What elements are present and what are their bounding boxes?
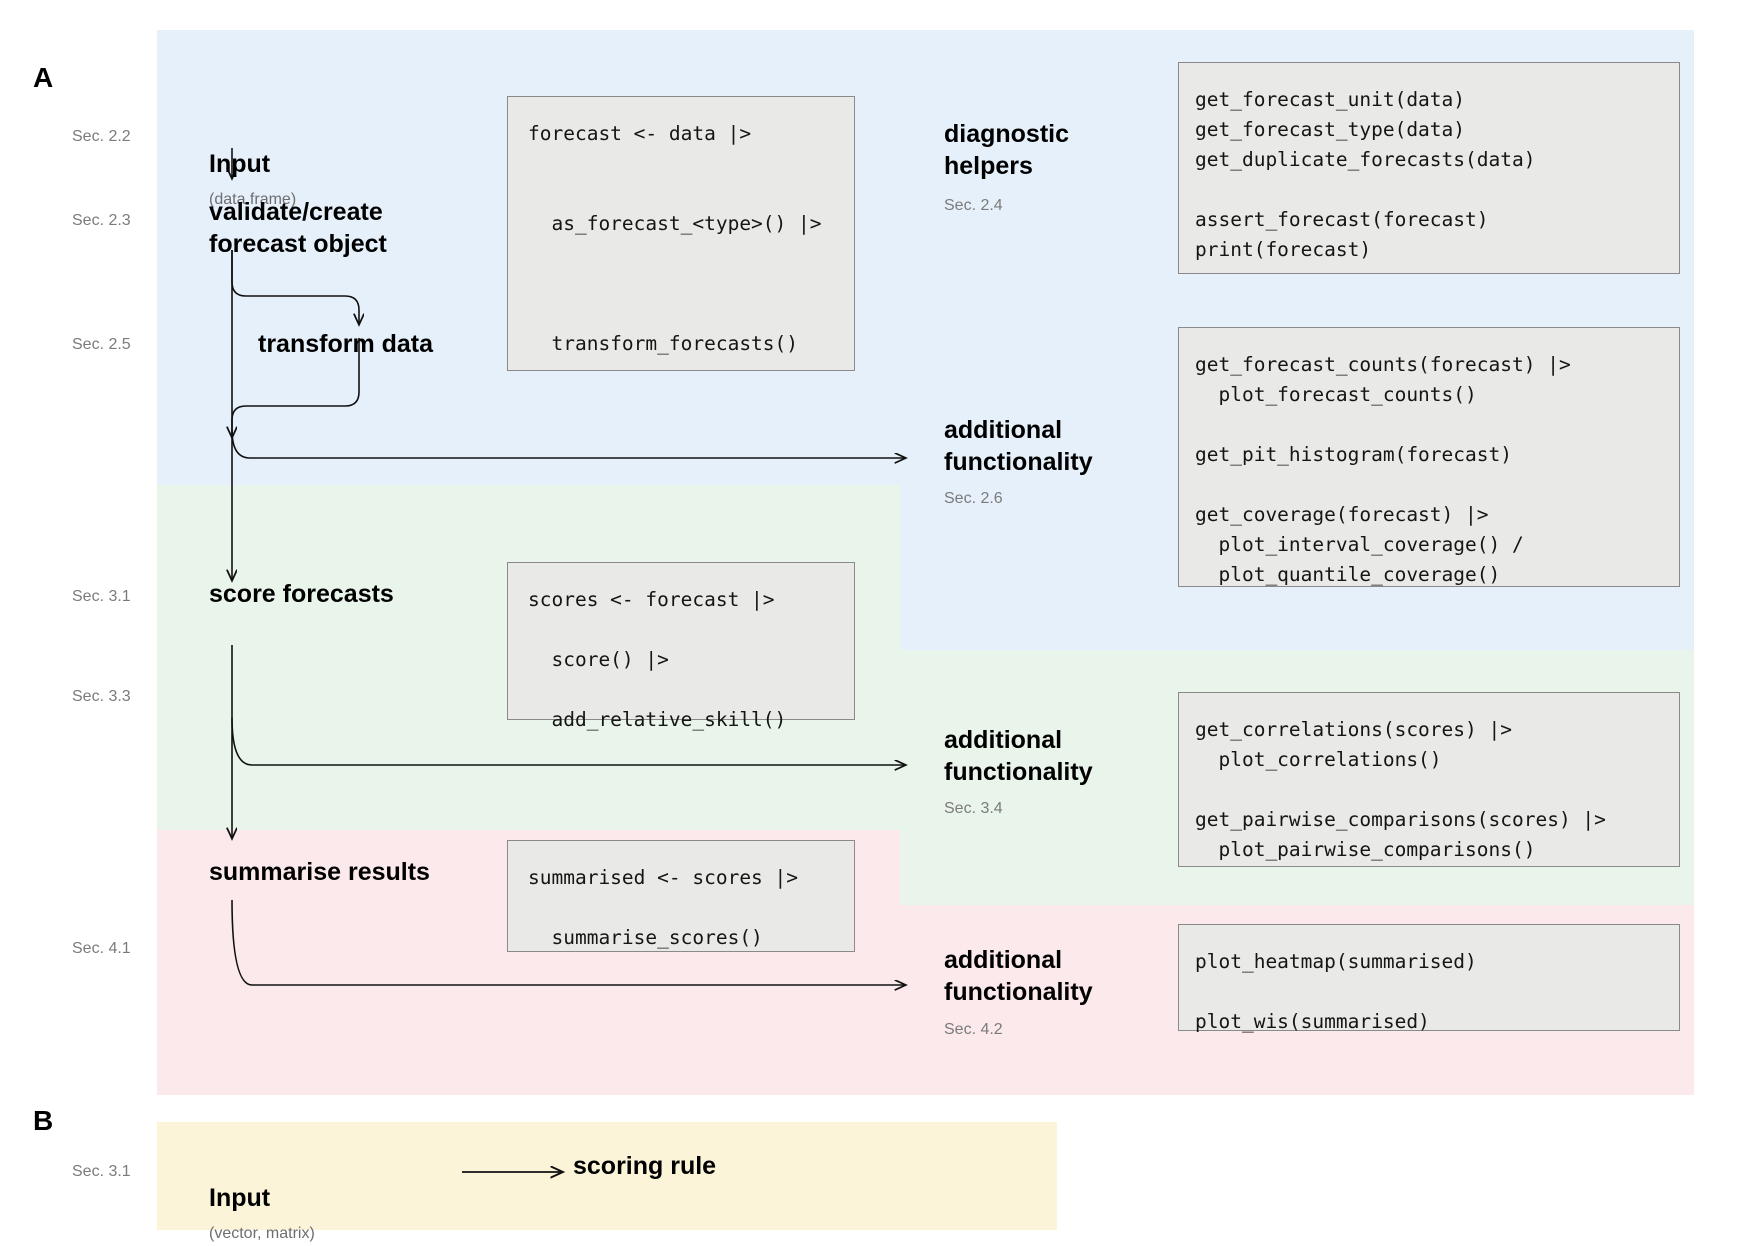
code-line: get_duplicate_forecasts(data): [1195, 148, 1536, 171]
code-block-diagnostics: get_forecast_unit(data) get_forecast_type…: [1178, 62, 1680, 274]
code-line: plot_wis(summarised): [1195, 1010, 1430, 1033]
section-label-2-4: Sec. 2.4: [944, 197, 1003, 214]
code-line: transform_forecasts(): [528, 332, 799, 355]
flow-node-transform-data: transform data: [258, 330, 434, 358]
section-label-2-5: Sec. 2.5: [72, 336, 131, 353]
section-label-3-1: Sec. 3.1: [72, 588, 131, 605]
code-line: as_forecast_<type>() |>: [528, 212, 822, 235]
code-line: plot_correlations(): [1195, 748, 1442, 771]
heading-additional-functionality-4-2: additional functionality: [944, 946, 1093, 1006]
code-line: [528, 299, 854, 329]
flow-node-input-sublabel: (data.frame): [209, 191, 297, 208]
section-label-3-3: Sec. 3.3: [72, 688, 131, 705]
panel-letter-b: B: [33, 1105, 54, 1136]
flow-node-summarise-results: summarise results: [209, 858, 430, 886]
flow-node-score-forecasts: score forecasts: [209, 580, 394, 608]
code-line: get_forecast_unit(data): [1195, 88, 1466, 111]
code-line: summarised <- scores |>: [528, 866, 799, 889]
code-line: [528, 179, 854, 209]
code-line: [528, 893, 854, 923]
code-line: plot_quantile_coverage(): [1195, 563, 1501, 586]
heading-additional-functionality-3-4: additional functionality: [944, 726, 1093, 786]
section-label-2-6: Sec. 2.6: [944, 490, 1003, 507]
code-line: [1195, 470, 1679, 500]
section-label-3-1-panel-b: Sec. 3.1: [72, 1163, 131, 1180]
code-block-pipeline-create: forecast <- data |> as_forecast_<type>()…: [507, 96, 855, 371]
code-block-summarise: summarised <- scores |> summarise_scores…: [507, 840, 855, 952]
code-line: plot_interval_coverage() /: [1195, 533, 1524, 556]
code-block-additional-2-6: get_forecast_counts(forecast) |> plot_fo…: [1178, 327, 1680, 587]
code-line: [528, 675, 854, 705]
code-line: plot_pairwise_comparisons(): [1195, 838, 1536, 861]
panel-b-input-label: Input: [209, 1184, 271, 1212]
code-line: assert_forecast(forecast): [1195, 208, 1489, 231]
section-label-4-2: Sec. 4.2: [944, 1021, 1003, 1038]
code-line: forecast <- data |>: [528, 122, 752, 145]
code-line: plot_heatmap(summarised): [1195, 950, 1477, 973]
flow-node-input-label: Input: [209, 150, 271, 178]
code-line: score() |>: [528, 648, 669, 671]
section-label-2-3: Sec. 2.3: [72, 212, 131, 229]
code-line: get_forecast_type(data): [1195, 118, 1466, 141]
panel-letter-a: A: [33, 62, 54, 93]
code-line: get_pit_histogram(forecast): [1195, 443, 1512, 466]
panel-b-input-sublabel: (vector, matrix): [209, 1225, 315, 1242]
panel-b-input: Input (vector, matrix): [209, 1150, 315, 1246]
code-line: get_forecast_counts(forecast) |>: [1195, 353, 1571, 376]
panel-b-scoring-rule: scoring rule: [573, 1152, 717, 1180]
code-line: get_pairwise_comparisons(scores) |>: [1195, 808, 1606, 831]
code-line: get_coverage(forecast) |>: [1195, 503, 1489, 526]
heading-additional-functionality-2-6: additional functionality: [944, 416, 1093, 476]
code-line: summarise_scores(): [528, 926, 763, 949]
code-line: [1195, 977, 1679, 1007]
section-label-2-2: Sec. 2.2: [72, 128, 131, 145]
code-line: get_correlations(scores) |>: [1195, 718, 1512, 741]
section-label-4-1: Sec. 4.1: [72, 940, 131, 957]
code-line: [528, 239, 854, 269]
heading-diagnostic-helpers: diagnostic helpers: [944, 120, 1070, 180]
code-line: [1195, 175, 1679, 205]
code-line: [1195, 410, 1679, 440]
section-label-3-4: Sec. 3.4: [944, 800, 1003, 817]
flow-node-input: Input (data.frame): [209, 116, 296, 212]
flow-node-validate-create: validate/create forecast object: [209, 198, 387, 258]
code-line: print(forecast): [1195, 238, 1372, 261]
code-line: [528, 149, 854, 179]
code-line: plot_forecast_counts(): [1195, 383, 1477, 406]
code-line: add_relative_skill(): [528, 708, 787, 731]
code-line: scores <- forecast |>: [528, 588, 775, 611]
code-block-additional-4-2: plot_heatmap(summarised) plot_wis(summar…: [1178, 924, 1680, 1033]
section-band-yellow: [157, 1122, 1057, 1230]
code-block-scoring: scores <- forecast |> score() |> add_rel…: [507, 562, 855, 731]
code-line: [1195, 775, 1679, 805]
code-line: [528, 269, 854, 299]
code-line: [528, 615, 854, 645]
code-block-additional-3-4: get_correlations(scores) |> plot_correla…: [1178, 692, 1680, 867]
